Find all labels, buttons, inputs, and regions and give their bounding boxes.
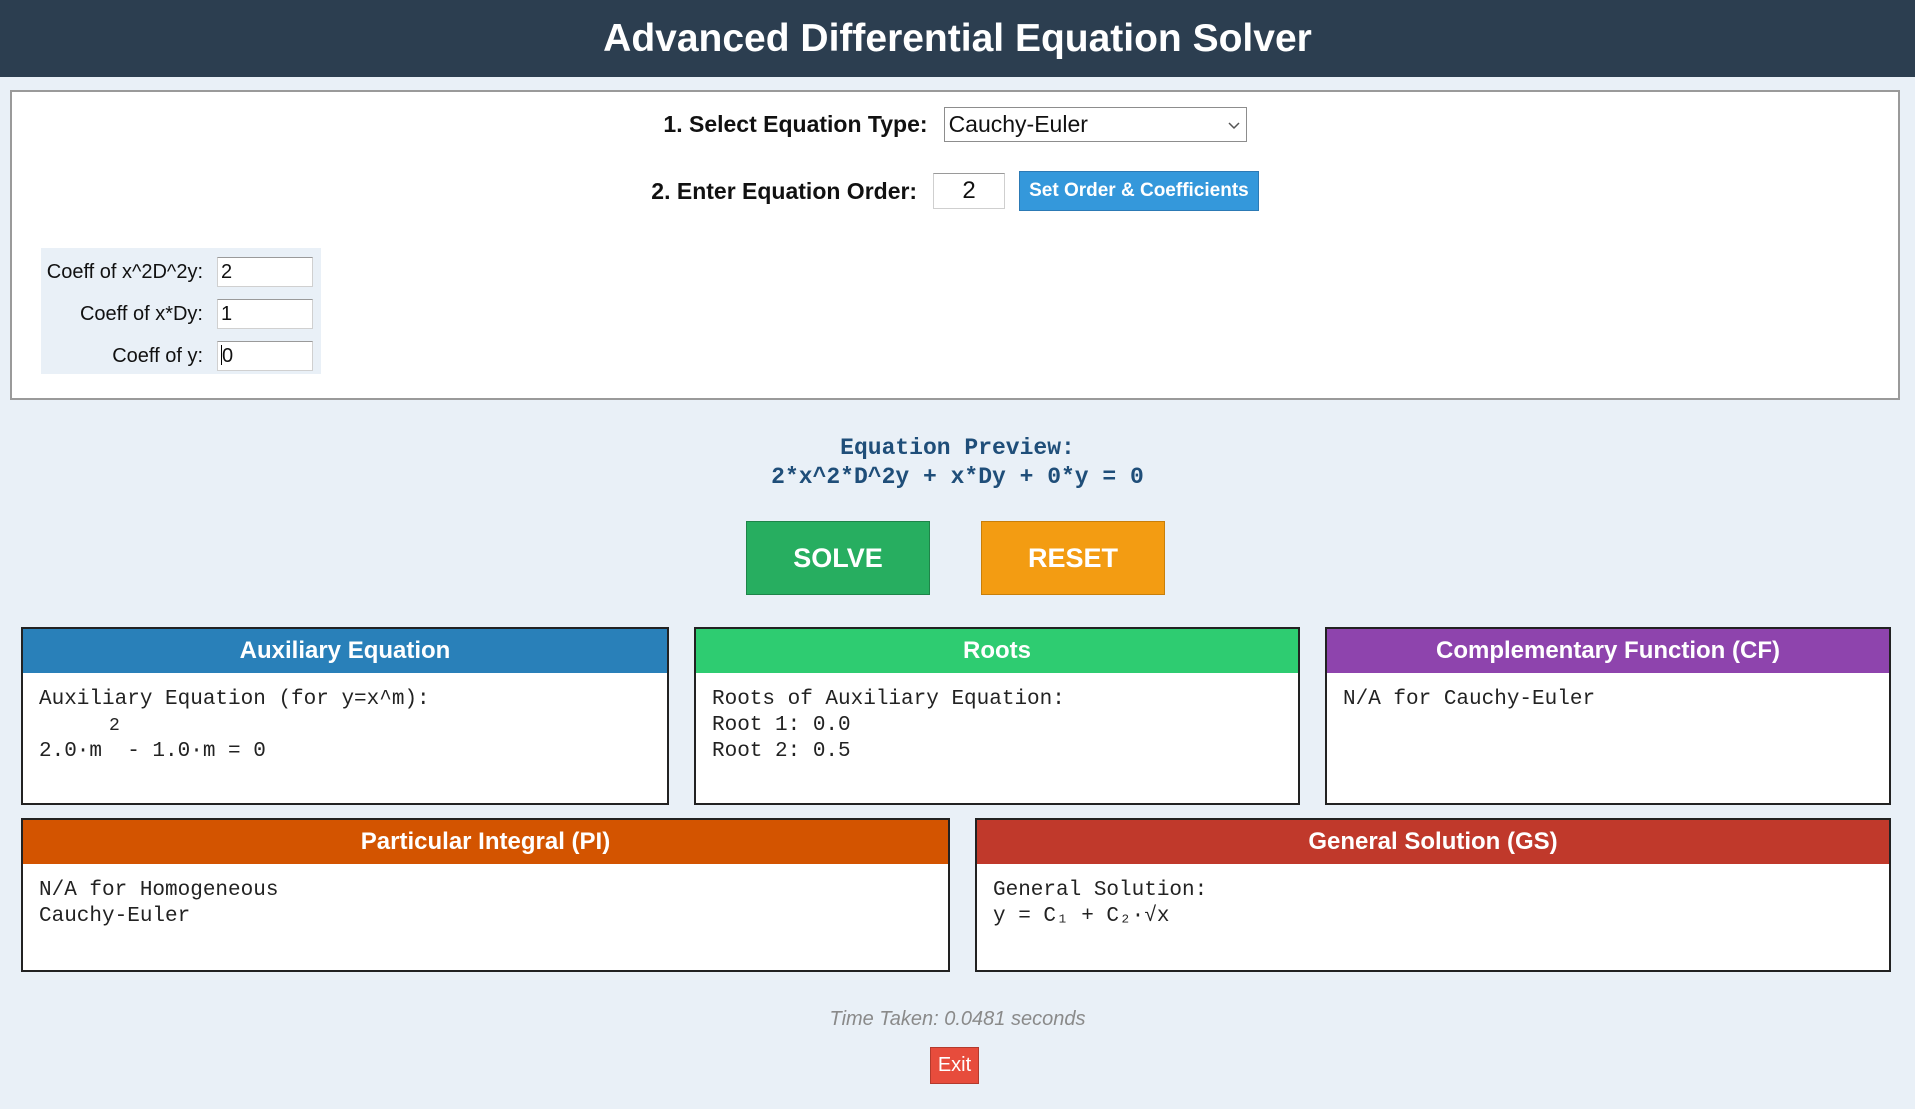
app-title: Advanced Differential Equation Solver [0,0,1915,77]
coefficient-label: Coeff of x^2D^2y: [46,261,203,283]
coefficient-row: Coeff of y: 0 [41,341,321,373]
gs-line: General Solution: [993,879,1208,902]
exit-button[interactable]: Exit [930,1047,979,1084]
auxiliary-equation-header: Auxiliary Equation [23,629,667,673]
text-caret [221,345,222,365]
coefficient-label: Coeff of y: [112,345,203,367]
cf-line: N/A for Cauchy-Euler [1343,688,1596,711]
equation-type-select[interactable]: Cauchy-Euler [943,107,1247,142]
particular-integral-card: Particular Integral (PI) N/A for Homogen… [21,818,950,972]
complementary-function-header: Complementary Function (CF) [1327,629,1889,673]
pi-line: N/A for Homogeneous [39,879,279,902]
coefficient-row: Coeff of x^2D^2y: 2 [41,257,321,289]
equation-order-row: 2. Enter Equation Order: 2 Set Order & C… [12,171,1898,211]
coefficient-xdy-input[interactable]: 1 [217,299,313,329]
coefficients-panel: Coeff of x^2D^2y: 2 Coeff of x*Dy: 1 Coe… [41,248,321,374]
coefficient-y-value: 0 [222,345,234,367]
reset-button[interactable]: RESET [981,521,1165,595]
root-2: Root 2: 0.5 [712,740,851,763]
coefficient-label: Coeff of x*Dy: [79,303,203,325]
equation-preview: Equation Preview: 2*x^2*D^2y + x*Dy + 0*… [0,434,1915,492]
roots-line: Roots of Auxiliary Equation: [712,688,1065,711]
auxiliary-exponent: 2 [109,716,120,736]
equation-preview-text: 2*x^2*D^2y + x*Dy + 0*y = 0 [771,464,1144,490]
solve-button[interactable]: SOLVE [746,521,930,595]
equation-type-label: 1. Select Equation Type: [663,111,928,137]
equation-type-row: 1. Select Equation Type: Cauchy-Euler [12,107,1898,142]
equation-order-input[interactable]: 2 [933,173,1006,209]
general-solution-card: General Solution (GS) General Solution: y… [975,818,1891,972]
general-solution-body: General Solution: y = C₁ + C₂·√x [977,864,1889,944]
complementary-function-body: N/A for Cauchy-Euler [1327,673,1889,727]
gs-line: y = C₁ + C₂·√x [993,905,1170,928]
chevron-down-icon [1228,117,1240,133]
roots-header: Roots [696,629,1298,673]
auxiliary-line: 2.0·m - 1.0·m = 0 [39,740,266,763]
roots-card: Roots Roots of Auxiliary Equation: Root 1… [694,627,1300,805]
auxiliary-line: Auxiliary Equation (for y=x^m): [39,688,430,711]
set-order-coefficients-button[interactable]: Set Order & Coefficients [1019,171,1259,211]
input-panel: 1. Select Equation Type: Cauchy-Euler 2.… [10,90,1900,400]
general-solution-header: General Solution (GS) [977,820,1889,864]
coefficient-row: Coeff of x*Dy: 1 [41,299,321,331]
root-1: Root 1: 0.0 [712,714,851,737]
equation-preview-title: Equation Preview: [840,435,1075,461]
equation-type-value: Cauchy-Euler [948,111,1088,137]
auxiliary-equation-card: Auxiliary Equation Auxiliary Equation (f… [21,627,669,805]
complementary-function-card: Complementary Function (CF) N/A for Cauc… [1325,627,1891,805]
pi-line: Cauchy-Euler [39,905,191,928]
particular-integral-header: Particular Integral (PI) [23,820,948,864]
auxiliary-equation-body: Auxiliary Equation (for y=x^m): 2 2.0·m - … [23,673,667,779]
coefficient-x2d2y-input[interactable]: 2 [217,257,313,287]
time-taken: Time Taken: 0.0481 seconds [829,1008,1086,1030]
coefficient-y-input[interactable]: 0 [217,341,313,371]
equation-order-label: 2. Enter Equation Order: [651,177,918,204]
